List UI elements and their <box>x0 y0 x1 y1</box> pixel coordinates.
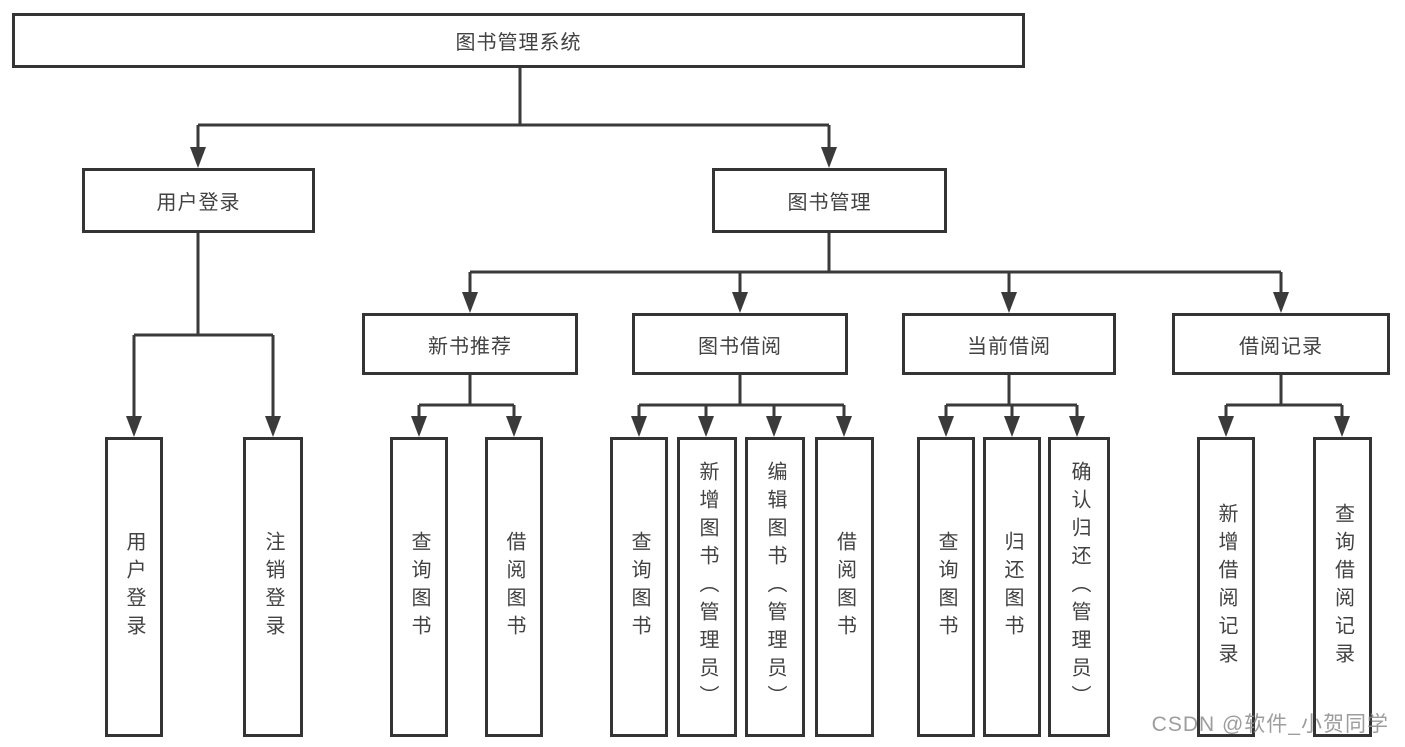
leaf-borrow-edit-book-admin: 编辑图书（管理员） <box>745 437 805 737</box>
node-new-book-recommend-label: 新书推荐 <box>428 335 512 358</box>
node-borrow-records-label: 借阅记录 <box>1239 335 1323 358</box>
node-user-login-label: 用户登录 <box>156 192 241 214</box>
node-book-management: 图书管理 <box>712 168 947 233</box>
watermark: CSDN @软件_小贺同学 <box>1151 713 1389 736</box>
node-borrow-records: 借阅记录 <box>1172 313 1390 375</box>
node-root-label: 图书管理系统 <box>455 32 582 54</box>
leaf-current-query-books: 查询图书 <box>917 437 975 737</box>
leaf-user-login: 用户登录 <box>105 437 163 737</box>
leaf-borrow-query-books: 查询图书 <box>610 437 668 737</box>
leaf-newrec-query-books: 查询图书 <box>390 437 448 737</box>
arrowheads <box>126 147 1350 437</box>
node-book-borrow: 图书借阅 <box>632 313 848 375</box>
node-book-management-label: 图书管理 <box>787 192 872 214</box>
node-user-login: 用户登录 <box>82 168 315 233</box>
node-book-borrow-label: 图书借阅 <box>698 335 782 358</box>
leaf-newrec-borrow-books: 借阅图书 <box>485 437 543 737</box>
leaf-current-return-books: 归还图书 <box>983 437 1041 737</box>
leaf-borrow-add-book-admin: 新增图书（管理员） <box>677 437 737 737</box>
node-new-book-recommend: 新书推荐 <box>362 313 578 375</box>
leaf-current-confirm-return-admin: 确认归还（管理员） <box>1048 437 1110 737</box>
node-current-borrow-label: 当前借阅 <box>967 335 1051 358</box>
node-root: 图书管理系统 <box>12 13 1025 68</box>
node-current-borrow: 当前借阅 <box>902 313 1116 375</box>
leaf-borrow-borrow-books: 借阅图书 <box>815 437 874 737</box>
leaf-logout: 注销登录 <box>243 437 303 737</box>
leaf-records-query-record: 查询借阅记录 <box>1313 437 1372 737</box>
leaf-records-add-record: 新增借阅记录 <box>1197 437 1255 737</box>
